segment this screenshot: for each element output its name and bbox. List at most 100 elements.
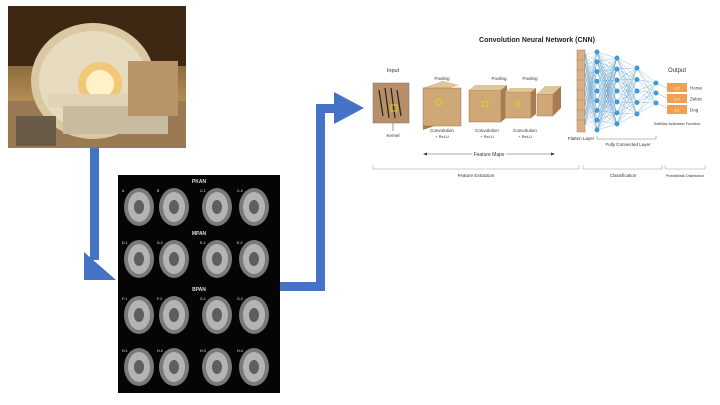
network-connection	[596, 101, 618, 111]
network-connection	[616, 57, 638, 80]
cnn-diagram-svg: Convolution Neural Network (CNN) Input K…	[372, 37, 706, 178]
scan-label: F-1	[122, 297, 127, 301]
class-label-zebra: Zebra	[690, 97, 702, 102]
network-node	[594, 49, 600, 55]
arrow-scans-to-cnn	[280, 92, 364, 291]
network-connection	[596, 112, 618, 131]
network-connection	[596, 110, 618, 114]
network-connection	[584, 61, 598, 95]
network-connection	[584, 53, 598, 62]
network-connection	[596, 57, 618, 72]
convolution-label-3: Convolution	[513, 128, 537, 133]
section-brackets	[372, 165, 706, 170]
network-connection	[596, 79, 618, 131]
network-connection	[616, 101, 638, 103]
network-node	[634, 77, 640, 82]
output-boxes	[667, 83, 687, 114]
scan-group-title: MPAN	[192, 231, 207, 237]
network-connection	[616, 67, 638, 81]
fully-connected-network	[584, 49, 668, 140]
network-connection	[584, 93, 598, 131]
scan-label: H-2	[157, 349, 163, 353]
network-connection	[584, 63, 598, 131]
output-label: Output	[668, 68, 686, 74]
network-node	[614, 66, 620, 72]
network-connection	[596, 61, 618, 114]
brain-scan-image	[124, 348, 154, 386]
arrow-shaft	[90, 148, 99, 260]
network-node	[614, 121, 620, 127]
pooling-label-3: Pooling	[522, 76, 538, 81]
network-node	[614, 99, 620, 105]
network-connection	[596, 120, 618, 125]
network-connection	[596, 90, 618, 103]
network-connection	[616, 79, 638, 125]
network-connection	[636, 79, 657, 84]
scan-group-title: PKAN	[192, 179, 207, 185]
network-connection	[596, 81, 618, 125]
brain-scan-image	[159, 188, 189, 226]
network-connection	[596, 68, 618, 121]
network-connection	[616, 112, 638, 115]
network-connection	[636, 67, 657, 104]
network-connection	[596, 71, 618, 125]
network-connection	[596, 79, 618, 101]
network-connection	[596, 90, 618, 125]
network-node	[634, 88, 640, 94]
feature-map-1	[422, 81, 462, 130]
brain-scan-image	[159, 296, 189, 334]
network-node	[634, 111, 640, 117]
network-connection	[616, 90, 638, 103]
arrow-head	[334, 92, 364, 124]
network-connection	[596, 90, 618, 111]
network-node	[594, 88, 600, 94]
network-connection	[596, 61, 618, 125]
kernel-window	[390, 104, 398, 112]
scan-label: E-1	[200, 241, 206, 245]
scan-label: F-2	[157, 297, 162, 301]
network-connection	[596, 71, 618, 92]
network-connection	[584, 81, 598, 115]
mri-machine-photo	[8, 6, 186, 148]
network-connection	[596, 90, 618, 101]
network-connection	[596, 71, 618, 103]
arrow-photo-to-scans	[84, 148, 116, 280]
relu-label-3: + ReLU	[518, 134, 532, 139]
network-connection	[596, 61, 618, 70]
brain-scan-image	[239, 188, 269, 226]
network-connection	[596, 61, 618, 92]
network-connection	[636, 67, 657, 84]
network-connection	[596, 90, 618, 131]
network-node	[594, 78, 600, 84]
fully-connected-label: Fully Connected Layer	[605, 142, 651, 147]
network-connection	[616, 68, 638, 92]
network-connection	[596, 57, 618, 92]
network-node	[614, 55, 620, 61]
mri-machine-illustration	[8, 6, 186, 148]
network-connection	[616, 67, 638, 92]
network-connection	[616, 79, 638, 92]
network-connection	[636, 82, 657, 103]
network-connection	[596, 57, 618, 121]
relu-label-1: + ReLU	[435, 134, 449, 139]
arrow-shaft-horizontal	[280, 282, 324, 291]
arrow-head	[84, 252, 116, 280]
network-connection	[584, 53, 598, 121]
network-connection	[596, 57, 618, 62]
kernel-label: Kernel	[386, 133, 399, 138]
brain-scan-image	[202, 240, 232, 278]
convolution-label-2: Convolution	[475, 128, 499, 133]
network-node	[594, 117, 600, 123]
network-connection	[596, 51, 618, 70]
scan-label: H-3	[200, 349, 206, 353]
network-connection	[596, 68, 618, 92]
network-connection	[596, 57, 618, 131]
network-connection	[596, 81, 618, 103]
network-connection	[616, 67, 638, 125]
brain-scan-image	[124, 188, 154, 226]
pooling-label-2: Pooling	[491, 76, 507, 81]
brain-scan-image	[239, 348, 269, 386]
classification-label: Classification	[610, 173, 637, 178]
